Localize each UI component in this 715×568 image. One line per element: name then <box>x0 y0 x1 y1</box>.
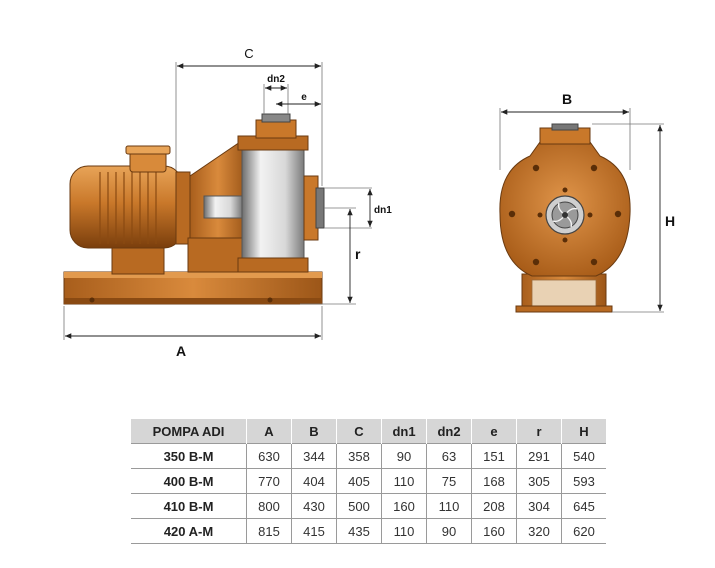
table-row: 420 A-M 815 415 435 110 90 160 320 620 <box>131 518 606 544</box>
table-header-row: POMPA ADI A B C dn1 dn2 e r H <box>131 419 606 444</box>
cell-dn1: 160 <box>381 493 427 519</box>
pump-dimensions-table: POMPA ADI A B C dn1 dn2 e r H 350 B-M 63… <box>131 419 606 544</box>
dimension-dn2-label: dn2 <box>267 74 285 85</box>
shaft <box>203 195 243 219</box>
column-header-e: e <box>471 419 517 444</box>
cell-model: 410 B-M <box>131 493 247 519</box>
cell-b: 344 <box>291 443 337 469</box>
cell-e: 160 <box>471 518 517 544</box>
column-header-dn2: dn2 <box>426 419 472 444</box>
cell-h: 593 <box>561 468 606 494</box>
cell-b: 415 <box>291 518 337 544</box>
side-view: C dn2 e dn1 r A <box>63 46 392 359</box>
cell-dn2: 75 <box>426 468 472 494</box>
dimension-b-label: B <box>562 91 572 107</box>
column-header-dn1: dn1 <box>381 419 427 444</box>
cell-r: 320 <box>516 518 562 544</box>
cell-dn1: 90 <box>381 443 427 469</box>
cell-model: 350 B-M <box>131 443 247 469</box>
cell-c: 405 <box>336 468 382 494</box>
table-row: 400 B-M 770 404 405 110 75 168 305 593 <box>131 468 606 494</box>
dimension-c-label: C <box>244 46 253 61</box>
cell-r: 305 <box>516 468 562 494</box>
dimension-e-label: e <box>301 92 307 103</box>
cell-dn2: 63 <box>426 443 472 469</box>
cell-r: 291 <box>516 443 562 469</box>
cell-h: 620 <box>561 518 606 544</box>
dimension-h-label: H <box>665 213 675 229</box>
cell-a: 630 <box>246 443 292 469</box>
cell-model: 400 B-M <box>131 468 247 494</box>
cell-h: 540 <box>561 443 606 469</box>
cell-c: 358 <box>336 443 382 469</box>
column-header-h: H <box>561 419 606 444</box>
cell-e: 151 <box>471 443 517 469</box>
cell-a: 815 <box>246 518 292 544</box>
column-header-r: r <box>516 419 562 444</box>
cell-c: 500 <box>336 493 382 519</box>
cell-e: 168 <box>471 468 517 494</box>
cell-a: 770 <box>246 468 292 494</box>
cell-h: 645 <box>561 493 606 519</box>
cell-model: 420 A-M <box>131 518 247 544</box>
cell-c: 435 <box>336 518 382 544</box>
dimension-dn1-label: dn1 <box>374 205 392 216</box>
column-header-pump-name: POMPA ADI <box>131 419 247 444</box>
cell-dn2: 90 <box>426 518 472 544</box>
table-row: 350 B-M 630 344 358 90 63 151 291 540 <box>131 443 606 469</box>
cell-r: 304 <box>516 493 562 519</box>
table-row: 410 B-M 800 430 500 160 110 208 304 645 <box>131 493 606 519</box>
cell-a: 800 <box>246 493 292 519</box>
column-header-c: C <box>336 419 382 444</box>
cell-b: 404 <box>291 468 337 494</box>
dimension-r-label: r <box>355 246 361 262</box>
discharge-flange <box>255 119 297 139</box>
pump-technical-drawing: C dn2 e dn1 r A <box>63 46 675 359</box>
cell-b: 430 <box>291 493 337 519</box>
cell-dn1: 110 <box>381 468 427 494</box>
dimension-a-label: A <box>176 343 186 359</box>
cell-e: 208 <box>471 493 517 519</box>
motor <box>69 165 183 249</box>
pump-casing <box>241 139 305 271</box>
cell-dn2: 110 <box>426 493 472 519</box>
column-header-b: B <box>291 419 337 444</box>
cell-dn1: 110 <box>381 518 427 544</box>
column-header-a: A <box>246 419 292 444</box>
front-view: B H <box>499 91 675 313</box>
